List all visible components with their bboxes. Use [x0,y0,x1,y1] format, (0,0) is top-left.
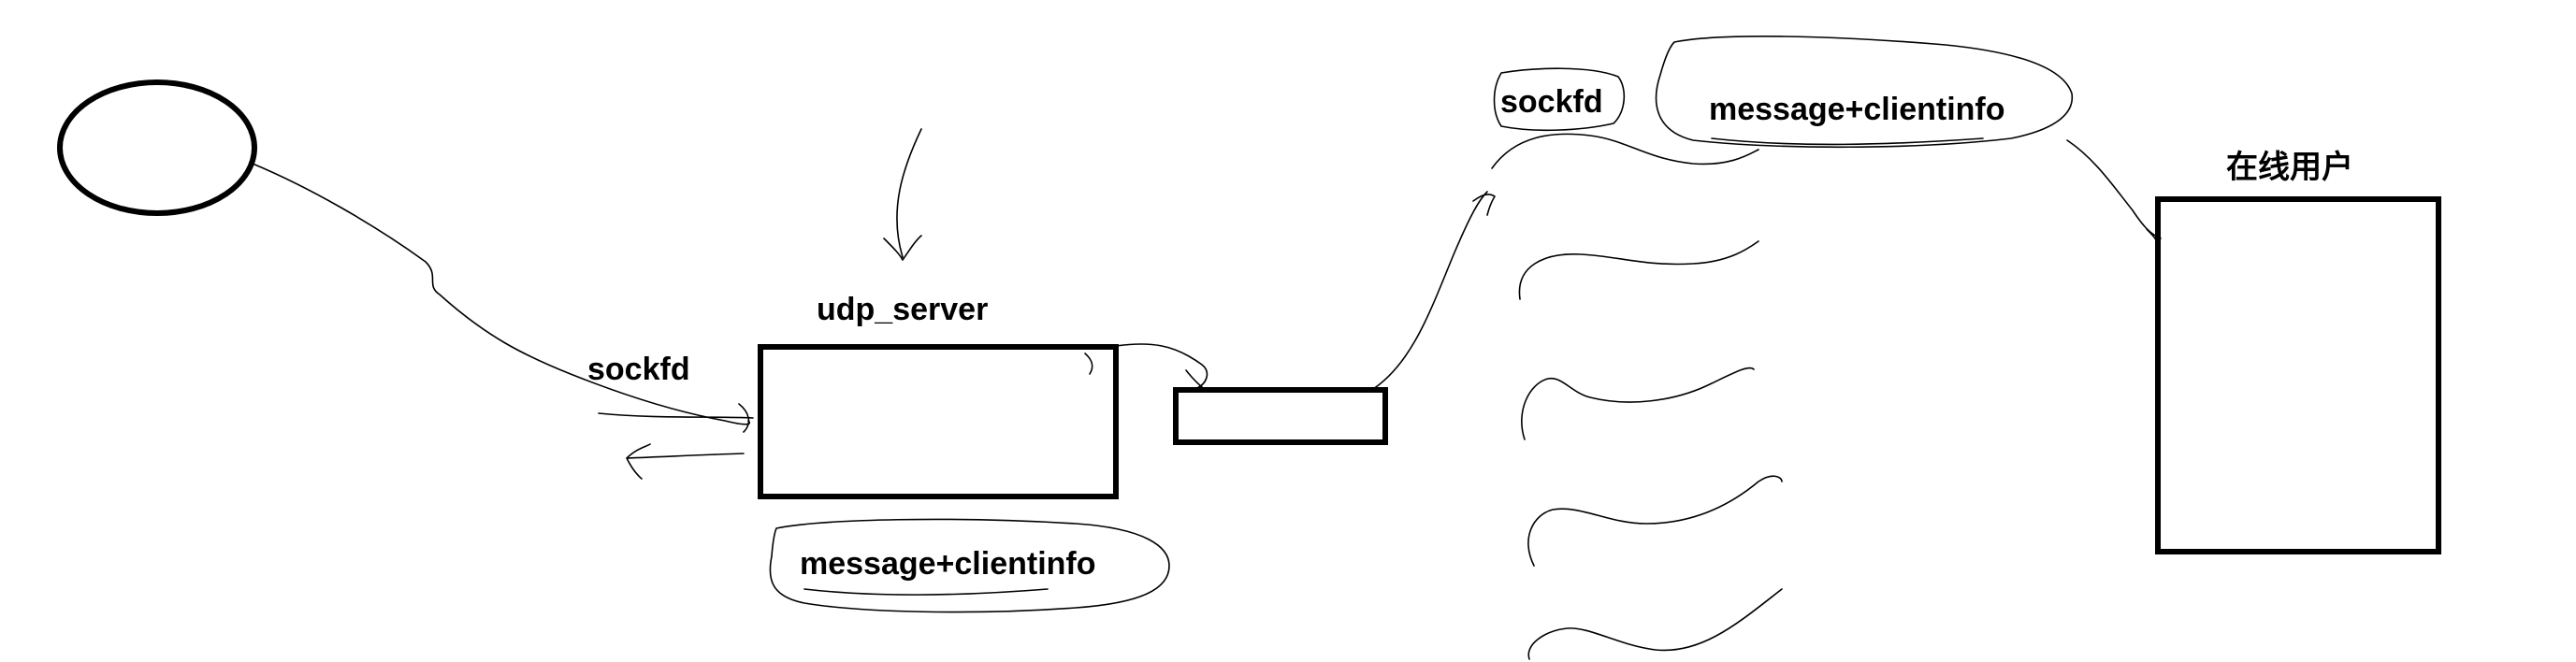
wave-curve-4 [1527,588,1783,660]
sockfd-swoop [1491,133,1759,169]
buffer-box [1173,387,1388,445]
incoming-arrow [598,403,754,433]
udp-server-box [758,344,1119,499]
wave-curve-1 [1518,240,1759,300]
sockfd-top-label: sockfd [1500,84,1603,120]
message-top-underline [1711,137,1984,146]
message-bottom-underline [803,588,1049,596]
online-users-box [2155,196,2441,554]
client-to-server-curve [252,163,750,425]
client-ellipse [57,79,257,216]
message-bottom-label: message+clientinfo [800,546,1096,582]
server-to-buffer-curve [1084,343,1208,392]
bubbles-to-users-curve [2066,139,2162,246]
wave-curve-3 [1527,475,1783,567]
buffer-to-sockfd-curve [1369,191,1496,392]
message-top-bubble [1655,36,2074,149]
message-bottom-bubble [769,518,1170,613]
sockfd-top-bubble [1493,67,1626,132]
online-users-label: 在线用户 [2226,150,2353,185]
message-top-label: message+clientinfo [1709,92,2005,127]
sockfd-left-label: sockfd [587,352,690,387]
down-arrow [883,128,922,261]
wave-curve-2 [1521,367,1755,440]
outgoing-arrow [626,443,745,480]
udp-server-label: udp_server [817,292,988,327]
